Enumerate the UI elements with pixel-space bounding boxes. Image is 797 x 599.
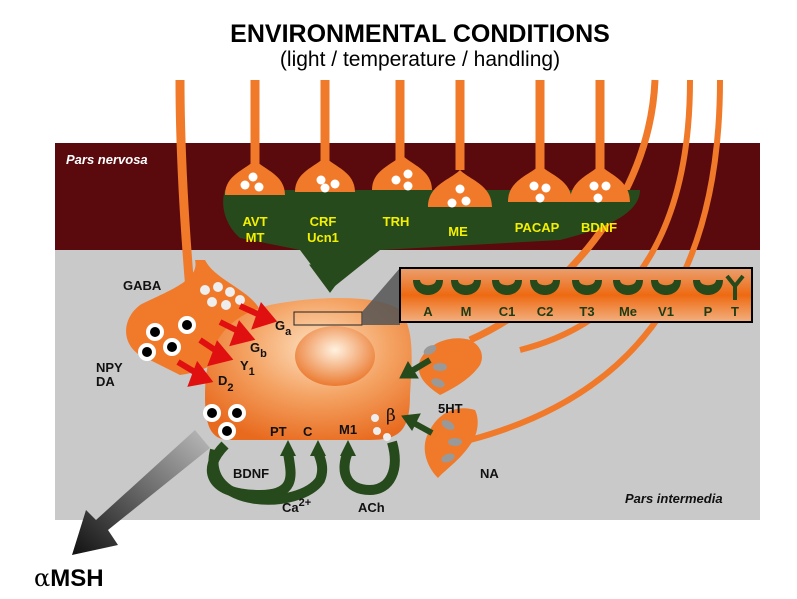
receptor-d2: D2 bbox=[218, 373, 234, 394]
receptor-label: P bbox=[704, 304, 713, 319]
receptor-label: V1 bbox=[658, 304, 674, 319]
receptor-beta: β bbox=[386, 406, 396, 426]
receptor-y-icon bbox=[725, 274, 745, 300]
npy-label: NPY bbox=[96, 360, 123, 375]
receptor-label: T3 bbox=[579, 304, 594, 319]
terminal-label: Ucn1 bbox=[307, 230, 339, 245]
receptor-label: M bbox=[461, 304, 472, 319]
ach-label: ACh bbox=[358, 500, 385, 515]
receptor-pt: PT bbox=[270, 424, 287, 439]
terminal-label: ME bbox=[448, 224, 468, 239]
pars-nervosa-label: Pars nervosa bbox=[66, 152, 148, 167]
cell-vesicles bbox=[203, 404, 391, 441]
terminal-label: PACAP bbox=[515, 220, 560, 235]
npy-vesicles bbox=[138, 316, 196, 361]
receptor-ga: Ga bbox=[275, 318, 292, 338]
inhibitory-arrows bbox=[176, 302, 278, 387]
stimulatory-arrows bbox=[309, 264, 434, 436]
receptor-c: C bbox=[303, 424, 313, 439]
receptor-label: Me bbox=[619, 304, 637, 319]
zoom-connector bbox=[362, 268, 400, 325]
da-label: DA bbox=[96, 374, 115, 389]
calcium-label: Ca2+ bbox=[282, 497, 311, 515]
receptor-label: T bbox=[731, 304, 739, 319]
receptor-label: C1 bbox=[499, 304, 516, 319]
receptor-cup-icon bbox=[572, 280, 602, 295]
subtitle: (light / temperature / handling) bbox=[280, 48, 560, 71]
terminals bbox=[225, 155, 630, 208]
nucleus bbox=[295, 326, 375, 386]
bdnf-autocrine-label: BDNF bbox=[233, 466, 269, 481]
autocrine-arrowheads bbox=[280, 440, 356, 456]
receptor-gb: Gb bbox=[250, 340, 267, 360]
na-label: NA bbox=[480, 466, 499, 481]
terminal-label: AVT bbox=[242, 214, 267, 229]
terminal-label: MT bbox=[246, 230, 265, 245]
receptor-y1: Y1 bbox=[240, 358, 255, 378]
receptor-label: C2 bbox=[537, 304, 554, 319]
receptor-m1: M1 bbox=[339, 422, 357, 437]
receptor-cup-icon bbox=[492, 280, 522, 295]
msh-release-arrow bbox=[72, 430, 210, 555]
pars-intermedia-label: Pars intermedia bbox=[625, 491, 723, 506]
terminal-labels: AVT MT CRF Ucn1 TRH ME PACAP BDNF bbox=[242, 214, 617, 245]
receptor-cup-icon bbox=[413, 280, 443, 295]
title: ENVIRONMENTAL CONDITIONS bbox=[230, 20, 610, 48]
receptor-label: A bbox=[423, 304, 433, 319]
gaba-vesicles bbox=[200, 282, 245, 310]
terminal-label: CRF bbox=[310, 214, 337, 229]
terminal-label: TRH bbox=[383, 214, 410, 229]
alpha-msh-label: αMSH bbox=[34, 564, 104, 592]
receptor-cup-icon bbox=[451, 280, 481, 295]
terminal-label: BDNF bbox=[581, 220, 617, 235]
receptor-cup-icon bbox=[613, 280, 643, 295]
gaba-label: GABA bbox=[123, 278, 162, 293]
receptor-cup-icon bbox=[651, 280, 681, 295]
receptor-inset: A M C1 C2 T3 Me V1 P T bbox=[399, 267, 753, 323]
autocrine-loops bbox=[206, 440, 400, 505]
receptor-cup-icon bbox=[693, 280, 723, 295]
receptor-cup-icon bbox=[530, 280, 560, 295]
5ht-label: 5HT bbox=[438, 401, 463, 416]
